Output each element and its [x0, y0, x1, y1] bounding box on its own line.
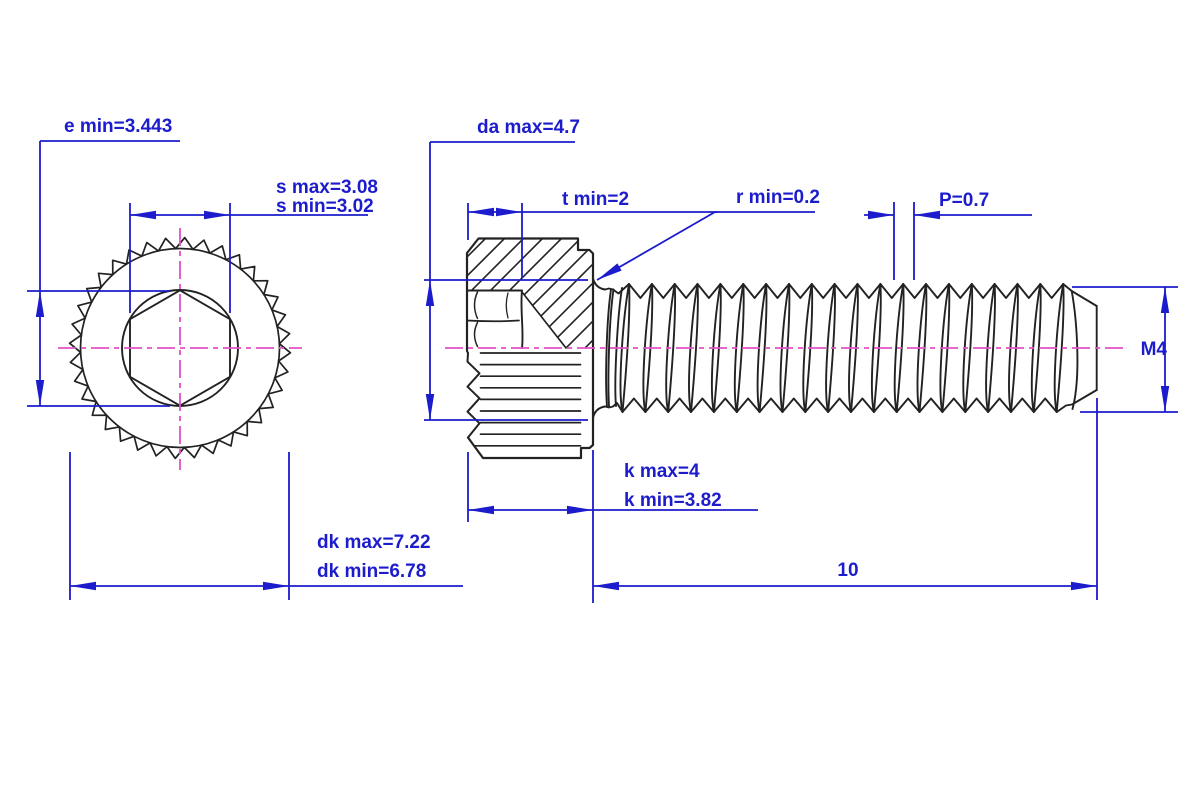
label-k-max: k max=4 — [624, 461, 700, 482]
side-view — [465, 237, 1098, 460]
serration-ring — [68, 236, 292, 460]
underhead-fillet-bottom — [592, 405, 606, 419]
socket-bottom-line — [520, 289, 524, 349]
label-r-min: r min=0.2 — [736, 187, 820, 208]
socket-scallop-1 — [473, 291, 479, 320]
label-pitch: P=0.7 — [939, 190, 989, 211]
screw-geometry — [68, 236, 1098, 460]
socket-inner-edge — [505, 292, 509, 319]
thread-profile — [604, 283, 1098, 413]
socket-cone-line — [521, 292, 567, 349]
dimension-arrows — [35, 207, 1170, 591]
underhead-fillet-top — [592, 277, 606, 291]
socket-hex-edge-line — [466, 319, 520, 323]
label-k-min: k min=3.82 — [624, 490, 722, 511]
label-length: 10 — [837, 560, 858, 581]
label-dk-max: dk max=7.22 — [317, 532, 431, 553]
label-thread-size: M4 — [1141, 339, 1168, 360]
label-da-max: da max=4.7 — [477, 117, 580, 138]
label-e-min: e min=3.443 — [64, 116, 172, 137]
head-outline — [465, 237, 595, 460]
label-t-min: t min=2 — [562, 189, 629, 210]
label-s-max: s max=3.08 — [276, 177, 378, 198]
centerlines — [58, 228, 1125, 470]
dimension-lines — [27, 140, 1178, 603]
label-dk-min: dk min=6.78 — [317, 561, 426, 582]
knurl-lines — [466, 350, 582, 447]
dimension-labels: e min=3.443 s max=3.08 s min=3.02 da max… — [64, 116, 1167, 582]
socket-scallop-2 — [473, 321, 479, 348]
label-s-min: s min=3.02 — [276, 196, 374, 217]
